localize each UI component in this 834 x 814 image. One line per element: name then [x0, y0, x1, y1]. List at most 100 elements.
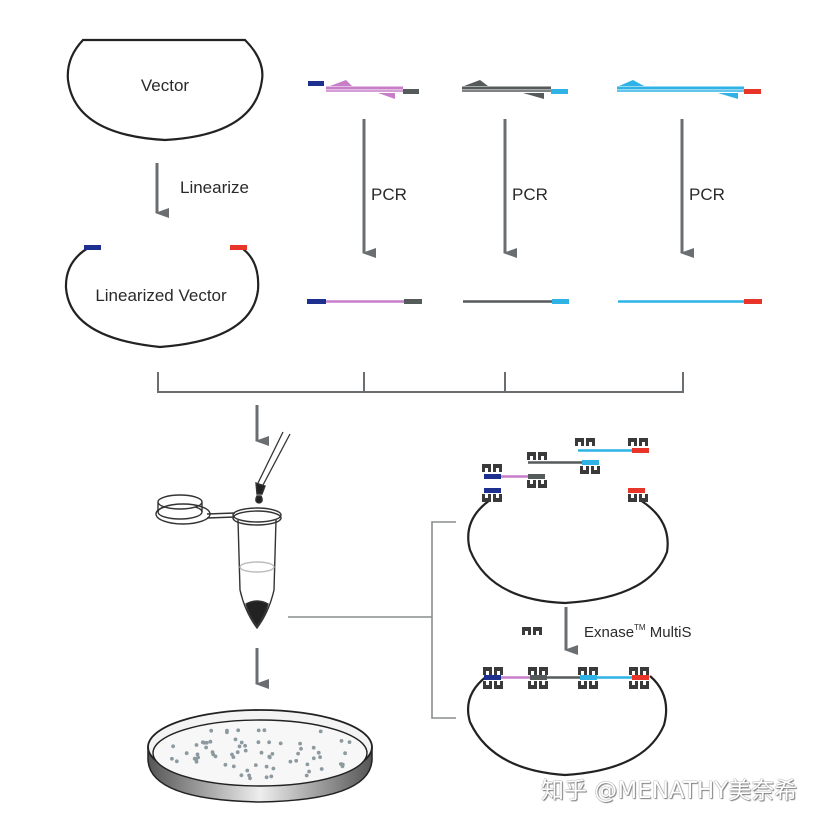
vector-outline: [66, 38, 264, 142]
colony: [239, 773, 244, 778]
colony: [225, 728, 229, 733]
assembly-before-vector-outline: [467, 499, 669, 605]
colony: [288, 759, 293, 764]
exnase-enzyme: [528, 667, 548, 675]
exnase-step: ExnaseTM MultiS: [522, 607, 691, 655]
template-1-with-primers: [308, 80, 419, 99]
colony: [296, 751, 300, 756]
exnase-enzyme: [522, 627, 542, 635]
vector-label: Vector: [141, 76, 190, 95]
colony: [316, 750, 321, 755]
colony: [259, 750, 264, 755]
assembly-after: [466, 667, 668, 777]
colony: [264, 775, 269, 780]
colony: [231, 764, 236, 769]
exnase-enzyme-icon: [522, 627, 542, 635]
exnase-enzyme: [580, 466, 600, 474]
pcr-product-1: [307, 299, 422, 304]
colony: [311, 745, 316, 750]
colony: [231, 755, 236, 759]
colony: [311, 756, 316, 761]
colony: [271, 766, 276, 771]
exnase-enzyme: [528, 681, 548, 689]
colony: [340, 764, 345, 769]
pcr-label-1: PCR: [371, 185, 407, 204]
colony: [208, 739, 213, 744]
vector-end-blue: [84, 245, 101, 250]
colony: [243, 748, 248, 753]
colony: [304, 773, 309, 778]
colony: [298, 741, 302, 746]
reaction-tube-icon: [155, 431, 291, 630]
template-2-with-primers: [462, 80, 568, 99]
colony: [253, 763, 258, 767]
colony: [209, 728, 214, 733]
colony: [223, 762, 228, 767]
exnase-enzyme: [578, 667, 598, 675]
colony: [267, 754, 272, 759]
colony: [239, 740, 244, 745]
colony: [318, 755, 322, 759]
exnase-enzyme: [483, 667, 503, 675]
merge-bracket: [157, 372, 684, 393]
exnase-enzyme: [527, 452, 547, 460]
template-3-with-primers: [617, 80, 761, 99]
tube-to-assembly-connector: [288, 521, 456, 719]
colony: [262, 728, 267, 733]
colony: [245, 768, 250, 773]
colony: [170, 756, 174, 761]
colony: [264, 764, 269, 769]
watermark: 知乎 @MENATHY美奈希: [541, 778, 798, 804]
exnase-enzyme: [575, 438, 595, 446]
colony: [237, 744, 242, 749]
exnase-enzyme: [628, 494, 648, 502]
colony: [236, 728, 241, 733]
pcr-product-2: [463, 299, 569, 304]
colony: [211, 752, 216, 757]
colony: [318, 729, 323, 734]
exnase-enzyme: [527, 480, 547, 488]
exnase-enzyme: [578, 681, 598, 689]
linearize-label: Linearize: [180, 178, 249, 197]
colony: [174, 759, 179, 764]
colony: [243, 743, 248, 748]
petri-dish-icon: [147, 709, 373, 803]
colony: [200, 740, 205, 745]
assembly-after-vector-outline: [466, 675, 668, 777]
colonies: [170, 728, 352, 781]
colony: [307, 769, 311, 774]
exnase-enzyme: [482, 464, 502, 472]
colony: [256, 728, 261, 733]
colony: [347, 740, 352, 744]
colony: [299, 746, 303, 751]
colony: [270, 752, 275, 756]
colony: [195, 752, 200, 757]
exnase-label: ExnaseTM MultiS: [584, 623, 691, 641]
colony: [339, 739, 344, 743]
vector-plasmid: Vector: [66, 38, 264, 142]
colony: [305, 762, 310, 767]
assembly-before: [467, 438, 669, 605]
colony: [194, 743, 199, 747]
linearized-vector-label: Linearized Vector: [95, 286, 227, 305]
colony: [196, 755, 201, 760]
colony: [204, 740, 209, 745]
linearized-vector: Linearized Vector: [64, 245, 260, 349]
pcr-product-3: [618, 299, 762, 304]
colony: [235, 750, 240, 755]
linearized-vector-outline: [64, 247, 260, 349]
colony: [204, 745, 209, 750]
colony: [269, 774, 274, 779]
colony: [247, 773, 252, 778]
colony: [278, 741, 283, 746]
pcr-label-2: PCR: [512, 185, 548, 204]
exnase-enzyme: [483, 681, 503, 689]
colony: [319, 767, 324, 771]
pcr-label-3: PCR: [689, 185, 725, 204]
exnase-enzyme: [629, 681, 649, 689]
exnase-enzyme: [482, 494, 502, 502]
colony: [248, 776, 252, 781]
exnase-enzymes-after: [483, 667, 649, 689]
colony: [256, 740, 261, 745]
